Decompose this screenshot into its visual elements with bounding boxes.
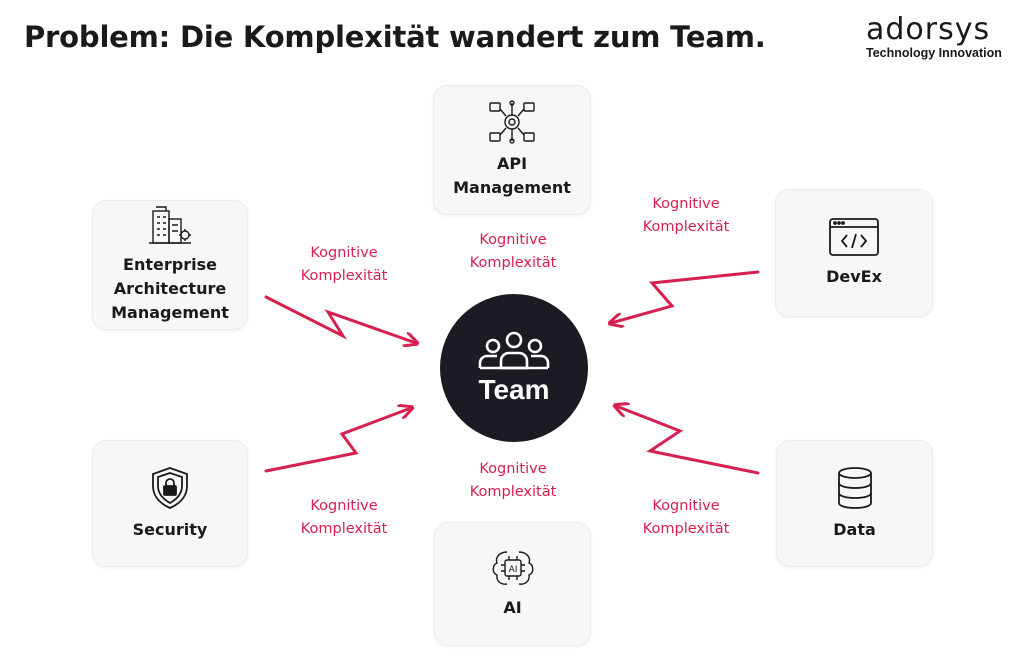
node-devex: DevEx xyxy=(775,189,933,317)
team-label: Team xyxy=(478,374,550,405)
node-label: DevEx xyxy=(826,267,882,286)
node-label: Enterprise Architecture Management xyxy=(111,255,229,322)
arrow-security xyxy=(264,408,411,473)
ai-brain-icon: AI xyxy=(492,551,533,585)
node-label: AI xyxy=(503,598,522,617)
label-kognitive-komplexitaet-ai: Kognitive Komplexität xyxy=(469,461,557,500)
node-label: API Management xyxy=(453,154,571,197)
api-network-icon xyxy=(489,100,535,144)
label-kognitive-komplexitaet-eam: Kognitive Komplexität xyxy=(300,245,388,284)
svg-text:AI: AI xyxy=(508,565,517,575)
label-kognitive-komplexitaet-security: Kognitive Komplexität xyxy=(300,498,388,537)
node-label: Data xyxy=(833,519,876,539)
shield-lock-icon xyxy=(152,466,188,509)
arrow-devex xyxy=(611,270,760,323)
brand-tagline: Technology Innovation xyxy=(866,46,1002,60)
node-security: Security xyxy=(92,440,248,567)
arrow-eam xyxy=(264,295,416,343)
code-window-icon xyxy=(829,218,879,256)
label-kognitive-komplexitaet-api: Kognitive Komplexität xyxy=(469,232,557,271)
node-enterprise-architecture-management: Enterprise Architecture Management xyxy=(92,200,248,330)
team-center-node: Team xyxy=(440,294,588,442)
label-kognitive-komplexitaet-data: Kognitive Komplexität xyxy=(642,498,730,537)
database-icon xyxy=(837,466,872,509)
brand-name: adorsys xyxy=(866,12,991,47)
label-kognitive-komplexitaet-devex: Kognitive Komplexität xyxy=(642,196,730,235)
node-api-management: API Management xyxy=(433,85,591,215)
buildings-icon xyxy=(149,206,191,244)
brand-logo: adorsys Technology Innovation xyxy=(866,12,1006,61)
team-icon xyxy=(478,331,550,370)
node-data: Data xyxy=(776,440,933,567)
node-ai: AI AI xyxy=(434,522,591,646)
node-label: Security xyxy=(132,519,208,539)
page-title: Problem: Die Komplexität wandert zum Tea… xyxy=(24,20,766,54)
arrow-data xyxy=(616,406,760,475)
